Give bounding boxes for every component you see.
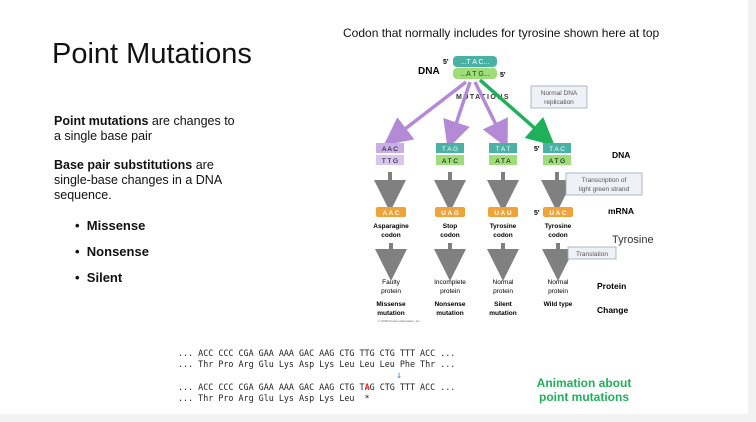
- svg-text:A A C: A A C: [383, 210, 400, 217]
- row-label-change: Change: [597, 305, 628, 315]
- svg-text:...A T G...: ...A T G...: [460, 71, 489, 78]
- silent-dna-bottom: [489, 155, 517, 165]
- missense-arrow: [383, 80, 468, 146]
- svg-text:codon: codon: [381, 232, 401, 239]
- paragraph-substitutions: Base pair substitutions are single-base …: [54, 158, 223, 202]
- slide-edge: [748, 0, 756, 422]
- bullet-missense: • Missense: [75, 218, 146, 233]
- top-dna-upper-strand: [453, 56, 497, 67]
- term-substitutions: Base pair substitutions: [54, 158, 193, 172]
- silent-arrow: [473, 81, 508, 149]
- bottom-strand-5-label: 5': [500, 72, 506, 79]
- svg-text:protein: protein: [548, 288, 568, 295]
- nonsense-dna-bottom: [436, 155, 464, 165]
- nonsense-change: Nonsense: [434, 301, 465, 308]
- wild-protein: Normal: [548, 279, 570, 286]
- svg-text:protein: protein: [493, 288, 513, 295]
- svg-text:T T G: T T G: [382, 158, 398, 165]
- nonsense-mrna: [435, 207, 465, 217]
- sequence-dna-mutated: ... ACC CCC CGA GAA AAA GAC AAG CTG TAG …: [178, 382, 456, 392]
- svg-text:A T G: A T G: [549, 158, 565, 165]
- svg-text:protein: protein: [440, 288, 460, 295]
- nonsense-protein: Incomplete: [434, 279, 466, 286]
- svg-text:T A T: T A T: [496, 146, 511, 153]
- nonsense-arrow: [443, 81, 472, 149]
- bullet-nonsense: • Nonsense: [75, 244, 149, 259]
- term-point-mutations: Point mutations: [54, 114, 149, 128]
- svg-text:A T A: A T A: [495, 158, 511, 165]
- missense-dna-top: [376, 143, 404, 153]
- svg-text:5': 5': [534, 210, 540, 217]
- sequence-protein-mutated: ... Thr Pro Arg Glu Lys Asp Lys Leu *: [178, 393, 370, 403]
- figure-caption: Codon that normally includes for tyrosin…: [343, 26, 660, 40]
- top-dna-lower-strand: [453, 68, 497, 79]
- wild-aa: Tyrosine: [545, 223, 572, 230]
- svg-text:Transcription of: Transcription of: [582, 177, 627, 184]
- paragraph-point-mutations: Point mutations are changes to a single …: [54, 114, 235, 143]
- bullet-silent: • Silent: [75, 270, 123, 285]
- silent-aa: Tyrosine: [490, 223, 517, 230]
- tyrosine-label: Tyrosine: [612, 234, 654, 246]
- svg-text:codon: codon: [440, 232, 460, 239]
- wild-mrna: [543, 207, 573, 217]
- silent-protein: Normal: [493, 279, 515, 286]
- slide-title: Point Mutations: [52, 38, 252, 70]
- translation-box: [567, 246, 617, 260]
- svg-text:Translation: Translation: [576, 251, 608, 258]
- point-mutation-diagram: DNA 5' ...T A C... ...A T G... 5' MUTATI…: [373, 56, 654, 323]
- nonsense-dna-top: [436, 143, 464, 153]
- missense-change: Missense: [376, 301, 406, 308]
- svg-text:protein: protein: [381, 288, 401, 295]
- top-strand-5-label: 5': [443, 59, 449, 66]
- missense-mrna: [376, 207, 406, 217]
- svg-text:mutation: mutation: [377, 310, 404, 317]
- svg-text:codon: codon: [548, 232, 568, 239]
- wild-dna-bottom: [543, 155, 571, 165]
- svg-text:U A G: U A G: [441, 210, 459, 217]
- svg-text:mutation: mutation: [489, 310, 516, 317]
- transcription-box: [565, 172, 643, 196]
- row-label-dna: DNA: [612, 150, 630, 160]
- dna-top-label: DNA: [418, 66, 440, 77]
- silent-mrna: [488, 207, 518, 217]
- row-label-protein: Protein: [597, 281, 626, 291]
- missense-dna-bottom: [376, 155, 404, 165]
- svg-text:U A U: U A U: [494, 210, 512, 217]
- svg-text:A T C: A T C: [442, 158, 458, 165]
- sequence-dna-original: ... ACC CCC CGA GAA AAA GAC AAG CTG TTG …: [178, 348, 456, 358]
- mutated-base: A: [364, 382, 370, 392]
- svg-text:T A C: T A C: [549, 146, 565, 153]
- silent-dna-top: [489, 143, 517, 153]
- copyright-note: © 2018 Pearson Education, Inc.: [378, 319, 421, 323]
- wild-strand-5-label: 5': [534, 146, 540, 153]
- svg-text:replication: replication: [544, 99, 574, 106]
- row-label-mrna: mRNA: [608, 206, 634, 216]
- missense-aa: Asparagine: [373, 223, 409, 230]
- svg-text:mutation: mutation: [436, 310, 463, 317]
- normal-replication-box: [530, 85, 588, 109]
- nonsense-aa: Stop: [443, 223, 457, 230]
- mutation-position-arrow-icon: ↓: [396, 370, 403, 381]
- svg-text:...T A C...: ...T A C...: [461, 59, 490, 66]
- svg-text:Normal DNA: Normal DNA: [541, 90, 578, 97]
- normal-replication-arrow: [478, 78, 555, 146]
- sequence-protein-original: ... Thr Pro Arg Glu Lys Asp Lys Leu Leu …: [178, 359, 456, 369]
- svg-text:light green strand: light green strand: [579, 186, 630, 193]
- wild-change: Wild type: [544, 301, 573, 308]
- svg-text:codon: codon: [493, 232, 513, 239]
- silent-change: Silent: [494, 301, 513, 308]
- animation-link[interactable]: Animation about point mutations: [536, 376, 632, 404]
- missense-protein: Faulty: [382, 279, 400, 286]
- svg-text:U A C: U A C: [549, 210, 567, 217]
- svg-text:T A G: T A G: [442, 146, 458, 153]
- wild-dna-top: [543, 143, 571, 153]
- svg-text:A A C: A A C: [382, 146, 398, 153]
- slide-bottom-edge: [0, 414, 756, 422]
